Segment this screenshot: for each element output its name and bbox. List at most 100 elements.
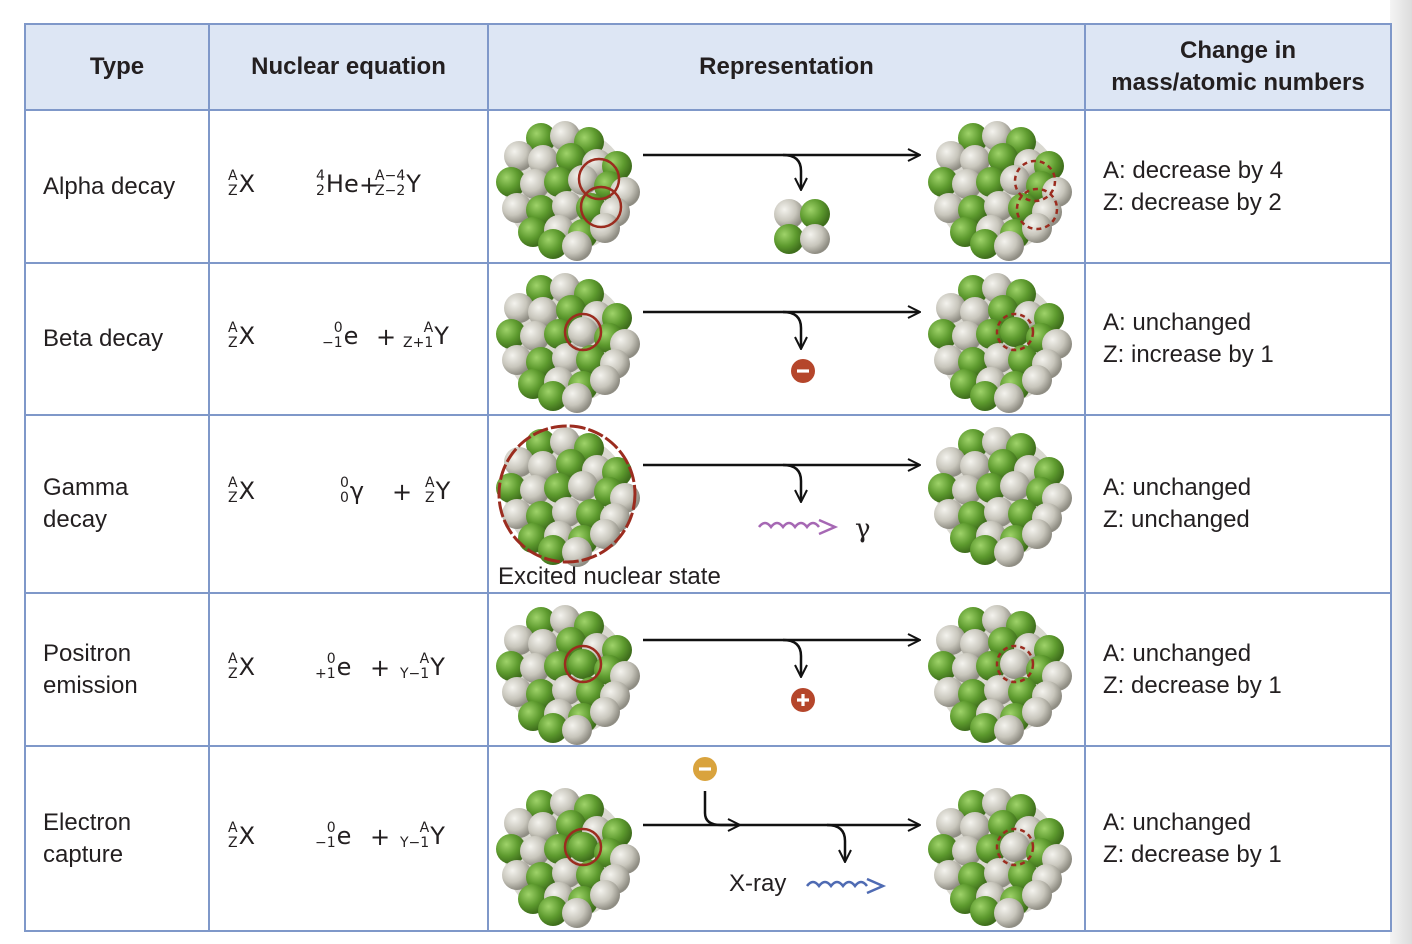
change-cell: A: unchanged Z: unchanged [1084,414,1392,594]
neutron-sphere [984,343,1014,373]
neutron-sphere [984,858,1014,888]
daughter-nucleus [928,273,1072,413]
beta-diagram [496,273,1072,413]
neutron-sphere [528,145,558,175]
ground-state-nucleus [928,427,1072,567]
plus-sign: + [376,323,397,351]
proton-sphere [928,473,958,503]
capture-arrow [703,791,739,825]
change-a: A: unchanged [1103,309,1252,336]
xray-icon [806,877,887,895]
neutron-sphere [528,629,558,659]
proton-sphere [976,473,1006,503]
emitted-particle-symbol: He [325,169,359,198]
proton-sphere [800,199,830,229]
parent-nuclide-symbol: X [238,821,256,850]
neutron-sphere [504,141,534,171]
representation [487,262,1086,416]
decay-table: Type Nuclear equation Representation Cha… [24,23,1392,932]
plus-sign: + [370,822,391,851]
parent-nuclide-mass-number: A [228,167,238,184]
proton-sphere [538,381,568,411]
emitted-particle-mass-number: 0 [326,650,336,667]
change-z: Z: increase by 1 [1103,341,1274,368]
excited-state-label: Excited nuclear state [498,563,721,590]
parent-nuclide-mass-number: A [228,475,238,491]
parent-nuclide-atomic-number: Z [228,182,238,199]
proton-sphere [988,295,1018,325]
emitted-particle-atomic-number: 0 [340,490,349,506]
proton-sphere [538,896,568,926]
proton-sphere [526,790,556,820]
proton-sphere [496,167,526,197]
neutron-sphere [562,231,592,261]
wave-line [806,880,868,889]
proton-sphere [556,295,586,325]
neutron-sphere [960,145,990,175]
daughter-nuclide-symbol: Y [430,652,445,681]
positron-icon [791,688,815,712]
proton-sphere [526,429,556,459]
daughter-nucleus [928,788,1072,928]
parent-nuclide-mass-number: A [228,320,238,336]
neutron-sphere [502,677,532,707]
neutron-sphere [984,675,1014,705]
electron-capture-diagram: X-ray [496,757,1072,928]
parent-nuclide-symbol: X [238,652,256,681]
change-cell: A: unchanged Z: increase by 1 [1084,262,1392,416]
proton-sphere [928,319,958,349]
emitted-particle-atomic-number: −1 [315,834,336,851]
header-change-line1: Change in [1179,37,1296,64]
neutron-sphere [552,675,582,705]
parent-nucleus [496,273,640,413]
neutron-sphere [960,812,990,842]
emitted-particle-atomic-number: 2 [316,182,325,199]
emission-arrow [826,823,845,861]
header-equation: Nuclear equation [208,23,489,111]
neutron-sphere [952,653,982,683]
neutron-sphere [934,193,964,223]
plus-sign: + [370,653,391,682]
neutron-sphere [568,165,598,195]
neutron-sphere [504,625,534,655]
neutron-sphere [590,880,620,910]
neutron-outline [563,312,603,352]
parent-nuclide-mass-number: A [228,650,238,667]
neutron-sphere [552,191,582,221]
change-a: A: unchanged [1103,474,1252,501]
parent-nuclide-symbol: X [238,169,256,198]
emission-arrow [782,463,801,501]
neutron-sphere [504,808,534,838]
neutron-sphere [562,715,592,745]
emitted-particle-atomic-number: +1 [315,665,336,682]
neutron-sphere [552,858,582,888]
alpha-particle [774,199,830,254]
neutron-sphere [562,383,592,413]
daughter-nuclide-symbol: Y [435,477,451,505]
header-change-line2: mass/atomic numbers [1111,69,1365,96]
header-row: Type Nuclear equation Representation Cha… [24,23,1392,111]
neutron-sphere [952,475,982,505]
neutron-sphere [528,297,558,327]
proton-sphere [958,123,988,153]
neutron-sphere [520,475,550,505]
daughter-nuclide-atomic-number: Y−1 [400,665,430,682]
proton-sphere [958,790,988,820]
wave-arrowhead [818,518,839,536]
